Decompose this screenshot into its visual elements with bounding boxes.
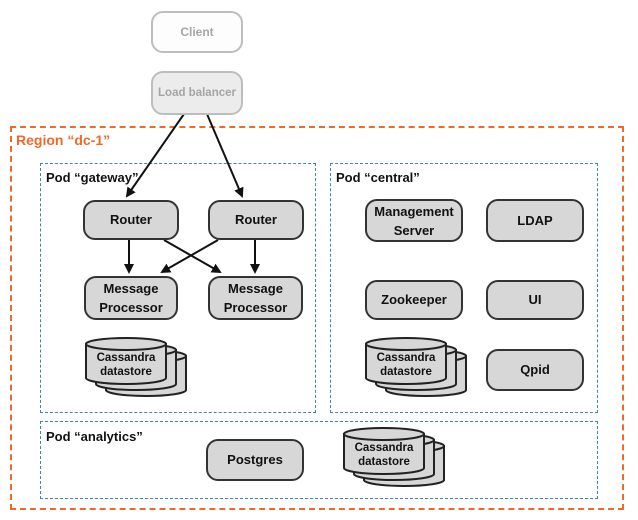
message-processor-node-2: Message Processor bbox=[208, 276, 303, 320]
postgres-node: Postgres bbox=[206, 439, 304, 481]
load-balancer-node: Load balancer bbox=[151, 71, 243, 115]
edge-lb-router-1 bbox=[125, 113, 185, 198]
ui-node: UI bbox=[486, 280, 584, 320]
edge-lb-router-2 bbox=[206, 113, 244, 198]
edge-router2-mp1 bbox=[160, 239, 219, 273]
pod-gateway bbox=[40, 163, 316, 413]
client-node: Client bbox=[151, 11, 243, 53]
router-node-1: Router bbox=[83, 200, 179, 240]
management-server-node: Management Server bbox=[365, 199, 463, 242]
router-node-2: Router bbox=[208, 200, 304, 240]
pod-central-label: Pod “central” bbox=[336, 170, 420, 185]
pod-gateway-label: Pod “gateway” bbox=[46, 170, 139, 185]
pod-central bbox=[330, 163, 598, 413]
central-datastore-label: Cassandra datastore bbox=[376, 352, 436, 378]
gateway-datastore-icon bbox=[85, 337, 187, 397]
analytics-datastore-label: Cassandra datastore bbox=[354, 442, 414, 468]
zookeeper-node: Zookeeper bbox=[365, 280, 463, 320]
analytics-datastore-icon bbox=[343, 427, 445, 487]
qpid-node: Qpid bbox=[486, 349, 584, 391]
region-dc-1 bbox=[10, 126, 624, 510]
region-label: Region “dc-1” bbox=[16, 132, 111, 148]
message-processor-node-1: Message Processor bbox=[84, 276, 178, 320]
ldap-node: LDAP bbox=[486, 199, 584, 242]
pod-analytics-label: Pod “analytics” bbox=[46, 429, 143, 444]
central-datastore-icon bbox=[365, 337, 467, 397]
pod-analytics bbox=[40, 421, 598, 499]
gateway-datastore-label: Cassandra datastore bbox=[96, 352, 156, 378]
